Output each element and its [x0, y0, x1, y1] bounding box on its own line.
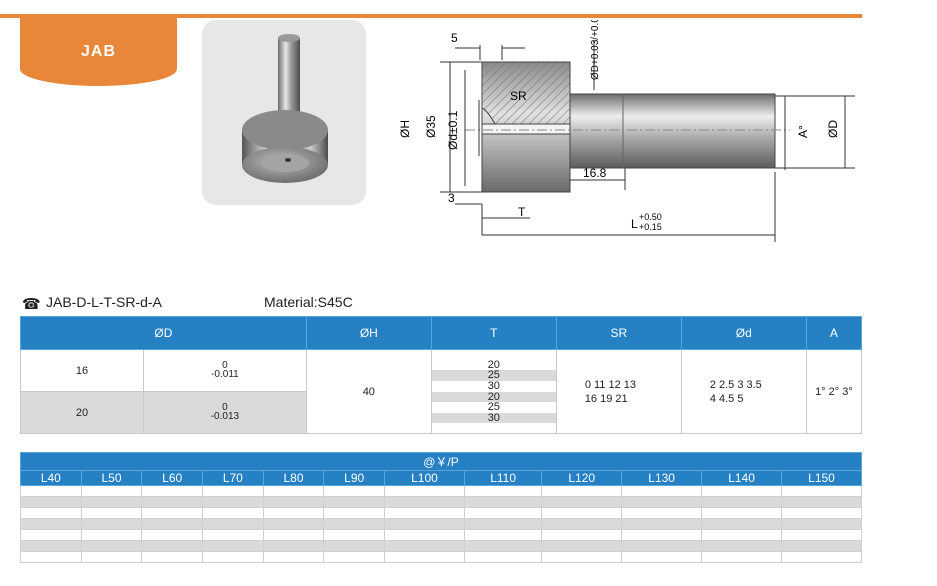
header-d: ØD: [20, 316, 307, 350]
technical-drawing: 5 SR ØH Ø35 Ød±0.1 ØD+0.03/+0.02 A° ØD 1…: [395, 11, 865, 250]
col-l70: L70: [202, 470, 264, 486]
col-l150: L150: [781, 470, 862, 486]
d-tolerance: 0-0.013: [143, 391, 307, 434]
d-line-2: 4 4.5 5: [709, 392, 744, 405]
dim-shaft-d-tol-label: ØD+0.03/+0.02: [590, 20, 601, 80]
dim-5-label: 5: [451, 31, 458, 45]
header-t: T: [430, 316, 557, 350]
t-value: 30: [487, 379, 500, 392]
col-l90: L90: [323, 470, 386, 486]
col-l120: L120: [541, 470, 623, 486]
order-code: JAB-D-L-T-SR-d-A: [46, 294, 162, 310]
t-value: 20: [487, 358, 500, 371]
t-value: 25: [487, 401, 500, 414]
col-l60: L60: [141, 470, 204, 486]
material-label: Material:S45C: [264, 294, 353, 310]
tol-upper: 0: [222, 402, 228, 413]
table-row: [20, 507, 862, 519]
tol-lower: -0.013: [210, 411, 240, 422]
price-table-title-row: @￥/P: [20, 452, 862, 471]
table-row: 20 0-0.013: [20, 391, 862, 434]
col-l110: L110: [463, 470, 543, 486]
table-row: [20, 529, 862, 541]
col-l80: L80: [262, 470, 325, 486]
t-values: 20 25 30 20 25 30: [430, 349, 557, 434]
dim-h-label: ØH: [398, 120, 412, 138]
table-row: [20, 485, 862, 497]
tol-upper: 0: [222, 360, 228, 371]
table-row: [20, 518, 862, 530]
product-tab: JAB: [20, 18, 177, 86]
table-row: [20, 540, 862, 552]
col-l40: L40: [20, 470, 82, 486]
header-d-small: Ød: [680, 316, 807, 350]
table-row: [20, 551, 862, 563]
punch-photo-illustration: [242, 34, 328, 183]
phone-icon: ☎: [22, 296, 41, 313]
header-h: ØH: [305, 316, 432, 350]
dim-t-label: T: [518, 205, 526, 219]
dim-l-lower-label: +0.15: [639, 222, 662, 232]
product-tab-label: JAB: [80, 43, 116, 60]
t-value: 25: [431, 370, 556, 381]
spec-title-row: ☎ JAB-D-L-T-SR-d-A Material:S45C: [22, 294, 862, 314]
price-table: @￥/P L40 L50 L60 L70 L80 L90 L100 L110 L…: [20, 452, 862, 563]
dim-shaft-d-label: ØD: [826, 120, 840, 138]
spec-table-header: ØD ØH T SR Ød A: [20, 316, 863, 350]
dim-sr-label: SR: [510, 89, 527, 103]
spec-table: ØD ØH T SR Ød A 16 0-0.011 40 20 25 30 2…: [20, 316, 863, 434]
dim-16-8-label: 16.8: [583, 166, 607, 180]
col-l130: L130: [621, 470, 703, 486]
col-l100: L100: [384, 470, 465, 486]
t-value: 30: [431, 412, 556, 424]
col-l50: L50: [80, 470, 143, 486]
dim-35-label: Ø35: [424, 115, 438, 138]
col-l140: L140: [701, 470, 782, 486]
header-divider: [0, 14, 862, 18]
table-row: [20, 496, 862, 508]
table-row: 16 0-0.011 40 20 25 30 20 25 30 0 11 12 …: [20, 349, 863, 434]
d-value: 16: [20, 349, 144, 392]
dim-l-label: L: [631, 217, 638, 231]
drawing-svg: 5 SR ØH Ø35 Ød±0.1 ØD+0.03/+0.02 A° ØD 1…: [398, 11, 855, 242]
dim-d-tol-label: Ød±0.1: [446, 110, 460, 150]
sr-line-2: 16 19 21: [584, 392, 628, 405]
h-value: 40: [305, 349, 432, 434]
dim-a-label: A°: [796, 125, 810, 138]
d-value: 20: [20, 391, 144, 434]
header-a: A: [805, 316, 863, 350]
header-sr: SR: [555, 316, 682, 350]
a-values: 1° 2° 3°: [805, 349, 863, 434]
t-value: 20: [431, 391, 556, 403]
dim-l-upper-label: +0.50: [639, 212, 662, 222]
d-line-1: 2 2.5 3 3.5: [709, 378, 762, 391]
sr-line-1: 0 11 12 13: [584, 378, 636, 391]
tol-lower: -0.011: [211, 369, 239, 380]
d-tolerance: 0-0.011: [143, 349, 307, 392]
product-photo: [202, 20, 366, 205]
dim-3-label: 3: [448, 191, 455, 205]
price-table-title: @￥/P: [20, 452, 862, 471]
price-table-header: L40 L50 L60 L70 L80 L90 L100 L110 L120 L…: [20, 470, 862, 486]
